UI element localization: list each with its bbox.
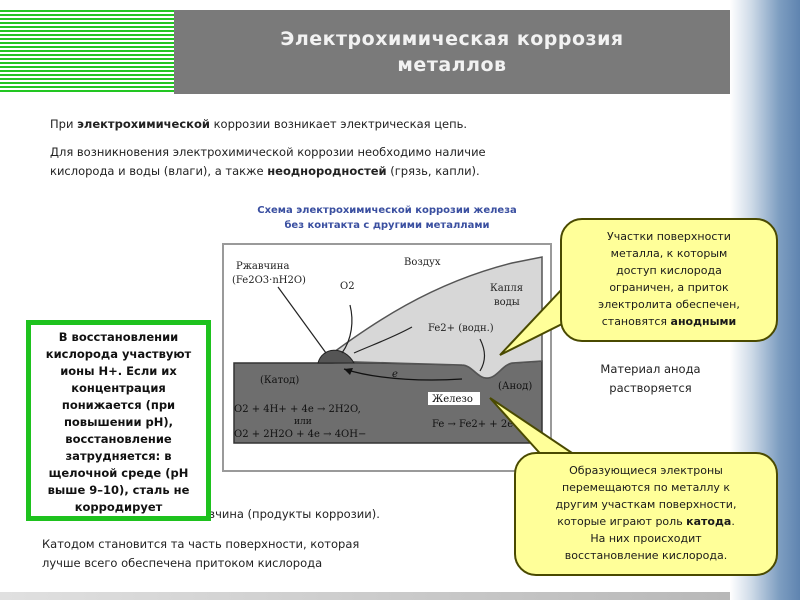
callout-bottom-line4-bold: катода — [686, 515, 732, 528]
p2-line2-pre: кислорода и воды (влаги), а также — [50, 164, 268, 178]
callout-top-line6-bold: анодными — [670, 315, 737, 328]
fe-ion-arrow — [353, 326, 413, 354]
callout-top-line6: становятся анодными — [562, 313, 776, 330]
callout-bottom-line4-pre: которые играют роль — [557, 515, 687, 528]
callout-green-text: В восстановлении кислорода участвуют ион… — [45, 330, 192, 514]
callout-top-line1: Участки поверхности — [607, 230, 731, 243]
callout-electrons-cathode: Образующиеся электроны перемещаются по м… — [514, 452, 778, 576]
slide-title-line2: металлов — [397, 54, 507, 76]
anode-text-line1: Материал анода — [600, 362, 701, 376]
callout-bottom-line2: перемещаются по металлу к — [561, 481, 731, 494]
p2-line2: кислорода и воды (влаги), а также неодно… — [50, 162, 486, 181]
label-iron: Железо — [432, 394, 473, 405]
p2-line1: Для возникновения электрохимической корр… — [50, 145, 486, 159]
p2-line2-post: (грязь, капли). — [386, 164, 480, 178]
label-fe-ion: Fe2+ (водн.) — [428, 323, 494, 334]
equation-3: Fe → Fe2+ + 2e — [432, 419, 513, 430]
callout-hydrogen-ions: В восстановлении кислорода участвуют ион… — [26, 320, 211, 521]
electron-arrow — [343, 368, 463, 381]
o2-arrow — [341, 304, 353, 354]
callout-top-line4: ограничен, а приток — [609, 281, 729, 294]
iron-label-box — [428, 392, 480, 405]
p1-text-post: коррозии возникает электрическая цепь. — [209, 117, 468, 131]
callout-bottom-line6: восстановление кислорода. — [564, 549, 728, 562]
equation-or: или — [294, 417, 312, 427]
p2-line2-bold: неоднородностей — [267, 164, 387, 178]
header-stripes — [0, 10, 174, 94]
label-air: Воздух — [404, 257, 441, 268]
callout-bottom-line4-post: . — [731, 515, 735, 528]
p1-text-bold: электрохимической — [77, 117, 210, 131]
diagram-caption: Схема электрохимической коррозии железа … — [222, 203, 552, 233]
callout-top-line3: доступ кислорода — [616, 264, 722, 277]
p4-line1: Катодом становится та часть поверхности,… — [42, 537, 360, 551]
paragraph-2: Для возникновения электрохимической корр… — [50, 143, 486, 181]
caption-line1: Схема электрохимической коррозии железа — [257, 205, 517, 216]
label-o2: O2 — [340, 281, 355, 292]
rust-deposit — [317, 349, 355, 364]
anode-dissolves-text: Материал анода растворяется — [583, 360, 718, 398]
paragraph-4: Катодом становится та часть поверхности,… — [42, 535, 359, 573]
equation-2: O2 + 2H2O + 4e → 4OH− — [234, 429, 366, 440]
label-rust: Ржавчина — [236, 261, 289, 272]
electron-arrowhead — [344, 368, 353, 375]
bottom-strip — [0, 592, 730, 600]
callout-bottom-line3: другим участкам поверхности, — [555, 498, 737, 511]
callout-top-line2: металла, к которым — [610, 247, 728, 260]
label-drop-2: воды — [494, 297, 520, 308]
callout-bottom-line5: На них происходит — [590, 532, 702, 545]
rust-arrow — [277, 286, 327, 354]
anode-text-line2: растворяется — [609, 381, 692, 395]
paragraph-1: При электрохимической коррозии возникает… — [50, 115, 467, 134]
p4-line2: лучше всего обеспечена притоком кислород… — [42, 556, 323, 570]
label-electron: e — [392, 369, 398, 380]
label-anode: (Анод) — [498, 381, 532, 392]
p1-text-pre: При — [50, 117, 78, 131]
label-drop-1: Капля — [490, 283, 523, 294]
slide-title: Электрохимическая коррозия металлов — [242, 26, 662, 78]
callout-bottom-line4: которые играют роль катода. — [516, 513, 776, 530]
callout-bottom-line1: Образующиеся электроны — [569, 464, 723, 477]
callout-top-line5: электролита обеспечен, — [598, 298, 740, 311]
label-rust-formula: (Fe2O3·nH2O) — [232, 275, 306, 286]
callout-anode-areas: Участки поверхности металла, к которым д… — [560, 218, 778, 342]
equation-1: O2 + 4H+ + 4e → 2H2O, — [234, 404, 361, 415]
header-bar: Электрохимическая коррозия металлов — [174, 10, 730, 94]
water-drop — [319, 256, 543, 379]
label-cathode: (Катод) — [260, 375, 299, 386]
corrosion-diagram: Ржавчина (Fe2O3·nH2O) O2 Воздух Капля во… — [222, 243, 552, 472]
caption-line2: без контакта с другими металлами — [284, 220, 490, 231]
slide-title-line1: Электрохимическая коррозия — [280, 28, 624, 50]
drop-arrow — [479, 338, 486, 372]
callout-top-line6-pre: становятся — [601, 315, 671, 328]
